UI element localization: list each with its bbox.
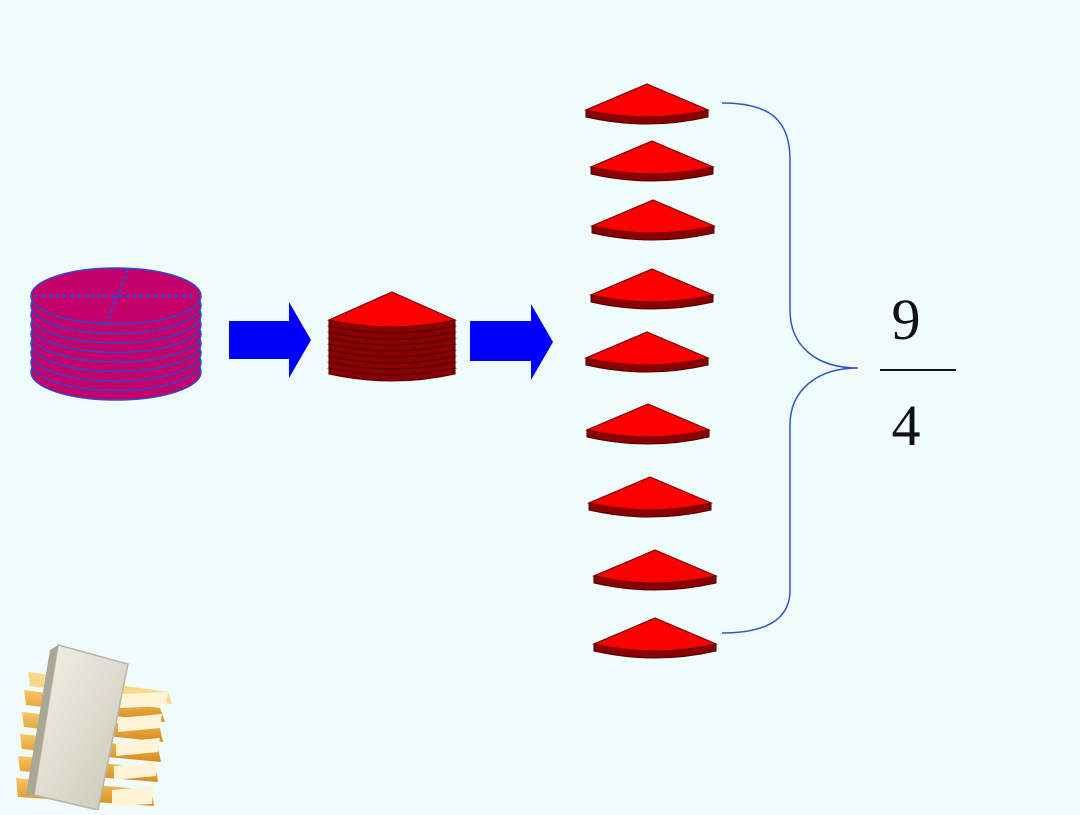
quarter-sector-stack (327, 291, 457, 382)
quarter-piece (590, 199, 716, 241)
separated-quarter-pieces (584, 83, 718, 659)
quarter-piece (589, 268, 715, 310)
fraction-denominator: 4 (891, 393, 921, 458)
arrow-right-icon (229, 302, 311, 378)
stacked-quarter-sector (327, 291, 457, 334)
quarter-piece (587, 476, 713, 518)
quarter-piece (589, 140, 715, 182)
fraction-bar (880, 369, 956, 371)
quarter-piece (585, 403, 711, 445)
quarter-piece (584, 83, 710, 125)
quarter-piece (592, 549, 718, 591)
arrow-right-icon (470, 304, 553, 380)
quarter-piece (592, 617, 718, 659)
curly-brace (721, 102, 859, 634)
fraction-numerator: 9 (891, 287, 921, 352)
whole-disc-stack (30, 267, 202, 401)
books-icon (16, 644, 172, 811)
quarter-piece (584, 331, 710, 373)
